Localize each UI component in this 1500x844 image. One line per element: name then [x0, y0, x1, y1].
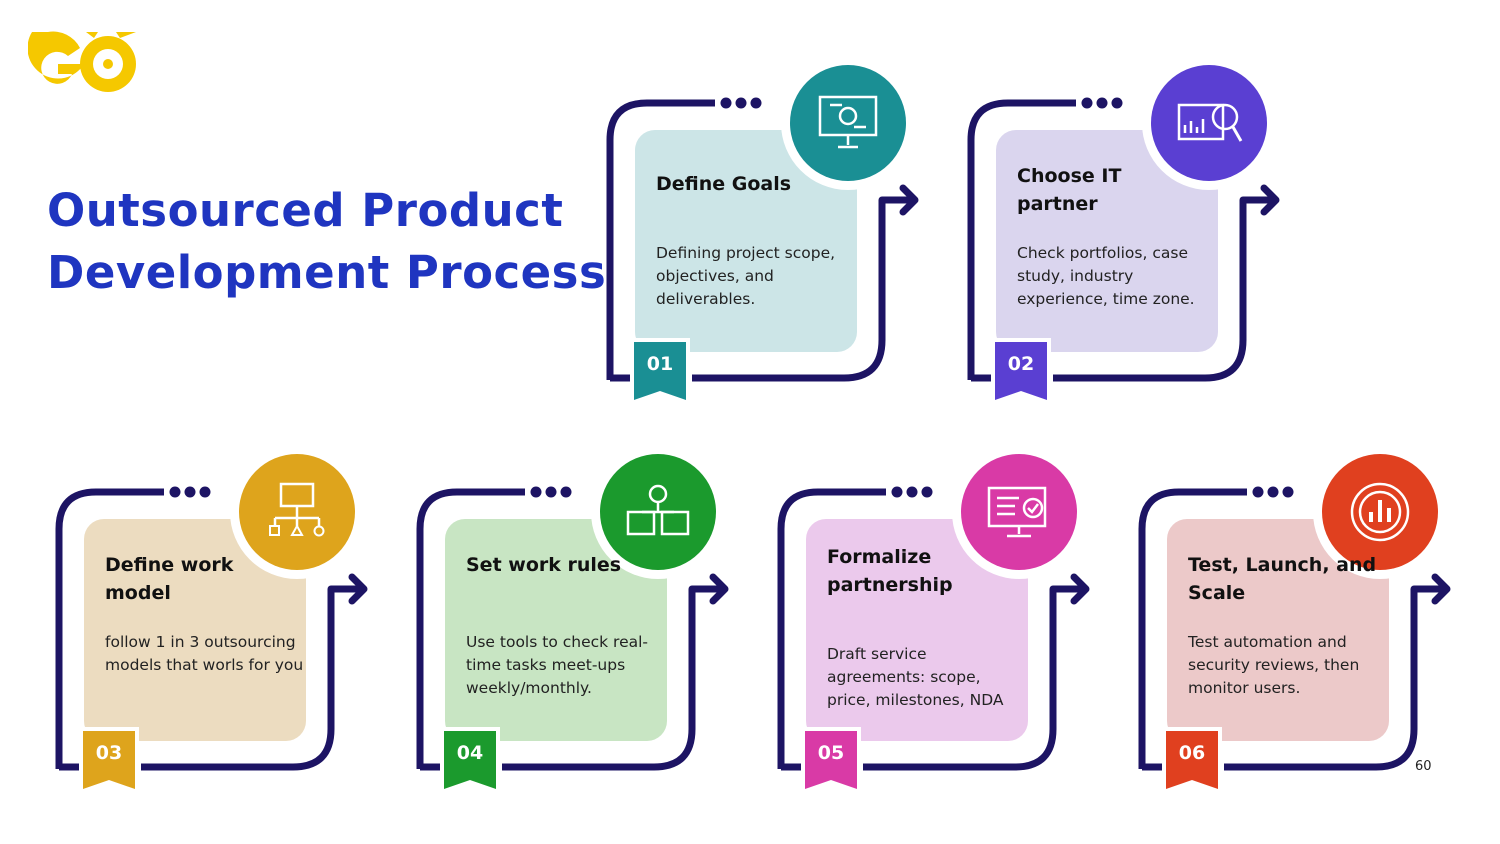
page-title: Outsourced Product Development Process [47, 180, 606, 304]
dots-icon [1081, 97, 1123, 109]
page-number: 60 [1415, 759, 1432, 774]
step-card-06: Test, Launch, and Scale Test automation … [1132, 439, 1462, 799]
step-title: Define Goals [656, 173, 792, 195]
frame-right [141, 589, 335, 771]
arrow-right-icon [1049, 573, 1090, 605]
step-title: Formalize partnership [827, 546, 953, 596]
frame-right [692, 200, 886, 382]
dots-icon [530, 486, 572, 498]
frame-right [502, 589, 696, 771]
arrow-right-icon [878, 184, 919, 216]
arrow-right-icon [1239, 184, 1280, 216]
step-description: Defining project scope, objectives, and … [656, 244, 836, 308]
number-ribbon [1166, 731, 1218, 789]
frame-right [1053, 200, 1247, 382]
chart-target-icon [1350, 482, 1410, 542]
step-title: Choose IT partner [1017, 165, 1122, 215]
number-ribbon [634, 342, 686, 400]
number-ribbon [995, 342, 1047, 400]
card-background [635, 130, 857, 352]
step-number: 04 [456, 742, 484, 764]
go-logo [28, 31, 136, 92]
frame-right [863, 589, 1057, 771]
card-background [84, 519, 306, 741]
arrow-right-icon [688, 573, 729, 605]
step-card-04: Set work rules Use tools to check real-t… [410, 439, 740, 799]
step-description: follow 1 in 3 outsourcing models that wo… [105, 633, 304, 674]
step-card-01: Define Goals Defining project scope, obj… [600, 50, 930, 410]
number-ribbon [444, 731, 496, 789]
card-background [445, 519, 667, 741]
step-number: 03 [95, 742, 123, 764]
presentation-gear-icon [818, 95, 878, 149]
step-title: Set work rules [466, 554, 622, 576]
step-description: Test automation and security reviews, th… [1188, 633, 1360, 697]
arrow-right-icon [1410, 573, 1451, 605]
step-card-02: Choose IT partner Check portfolios, case… [961, 50, 1291, 410]
step-number: 02 [1007, 353, 1035, 375]
step-number: 06 [1178, 742, 1206, 764]
card-background [1167, 519, 1389, 741]
number-ribbon [83, 731, 135, 789]
card-background [806, 519, 1028, 741]
step-number: 01 [646, 353, 674, 375]
dots-icon [720, 97, 762, 109]
title-line-2: Development Process [47, 246, 607, 299]
card-background [996, 130, 1218, 352]
dots-icon [169, 486, 211, 498]
step-description: Draft service agreements: scope, price, … [827, 645, 1004, 709]
step-title: Test, Launch, and Scale [1188, 554, 1377, 604]
gear-folders-icon [626, 484, 690, 536]
title-line-1: Outsourced Product [47, 184, 564, 237]
step-description: Check portfolios, case study, industry e… [1017, 244, 1195, 308]
step-card-03: Define work model follow 1 in 3 outsourc… [49, 439, 379, 799]
step-title: Define work model [105, 554, 234, 604]
folder-hierarchy-icon [269, 482, 325, 537]
monitor-check-icon [987, 486, 1047, 538]
frame-right [1224, 589, 1418, 771]
step-number: 05 [817, 742, 845, 764]
number-ribbon [805, 731, 857, 789]
step-card-05: Formalize partnership Draft service agre… [771, 439, 1101, 799]
arrow-right-icon [327, 573, 368, 605]
icon-circle [961, 454, 1077, 570]
dots-icon [891, 486, 933, 498]
icon-circle [1151, 65, 1267, 181]
analytics-magnifier-icon [1177, 103, 1243, 142]
step-description: Use tools to check real-time tasks meet-… [466, 633, 648, 697]
dots-icon [1252, 486, 1294, 498]
